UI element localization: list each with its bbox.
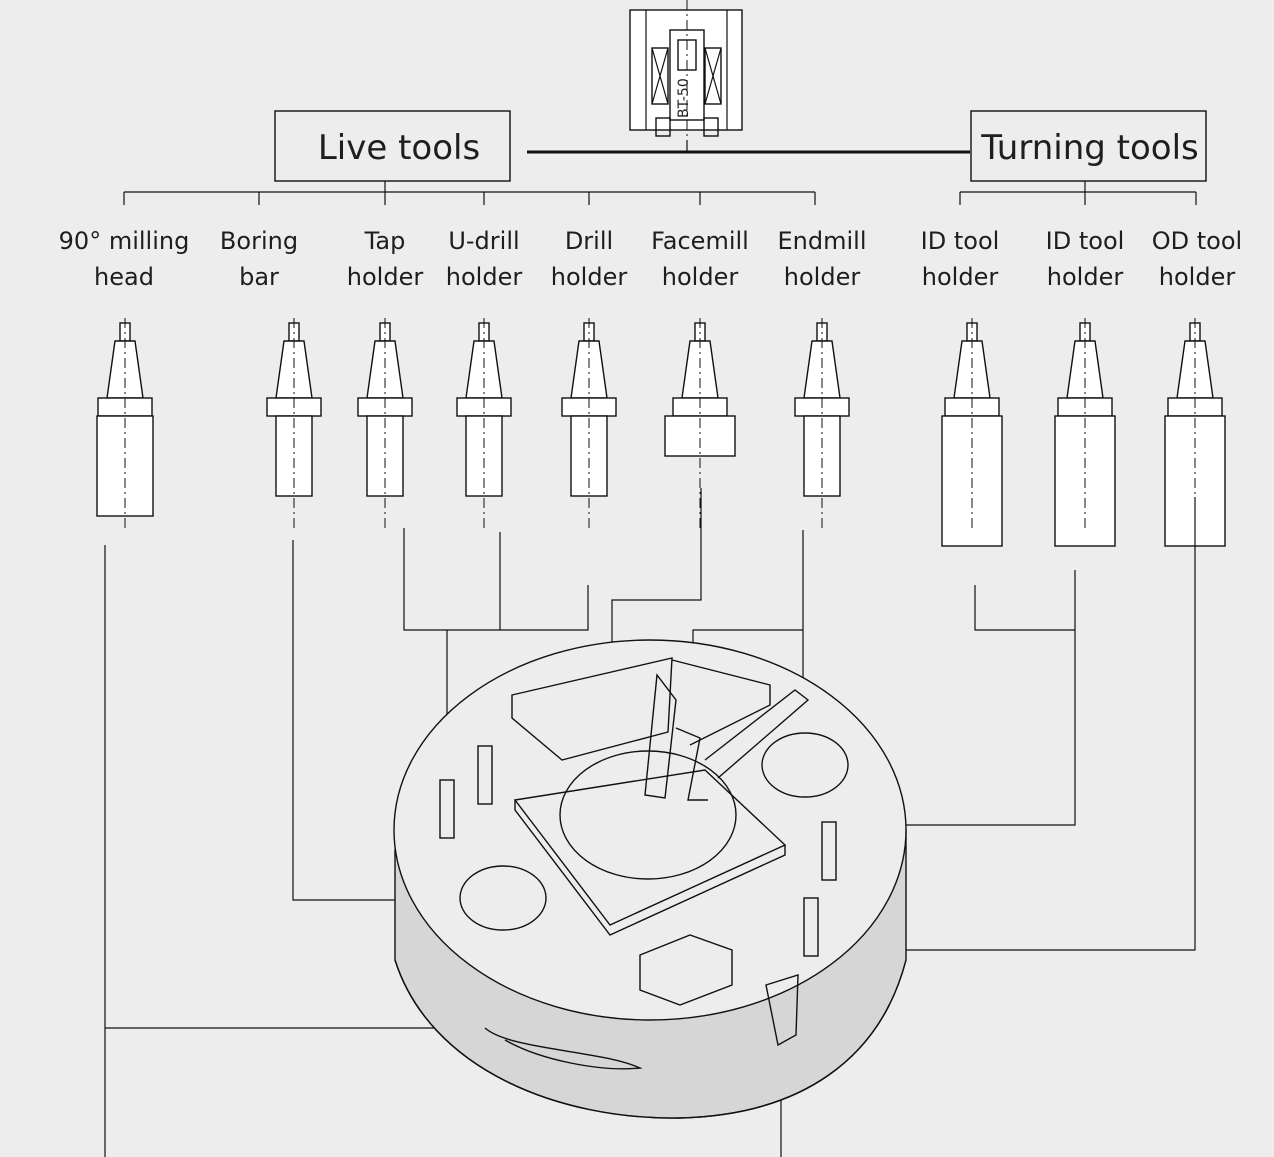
tool-label-line1: U-drill (448, 227, 519, 255)
tool-label-line2: holder (347, 263, 424, 291)
tool-holder-drawing (561, 318, 617, 530)
tool-label-line1: Endmill (778, 227, 867, 255)
tool-label-line1: Tap (364, 227, 406, 255)
tool-label-line2: holder (551, 263, 628, 291)
tool-holder-drawing (1054, 318, 1116, 547)
turning-tools-title: Turning tools (980, 128, 1199, 168)
tool-holder-drawing (664, 318, 736, 530)
tool-label-line1: Drill (565, 227, 613, 255)
tool-label-line2: bar (239, 263, 279, 291)
tool-label-line2: holder (784, 263, 861, 291)
tool-label-line1: ID tool (1046, 227, 1125, 255)
tool-label-line2: holder (1159, 263, 1236, 291)
live-tools-title: Live tools (318, 128, 480, 168)
tool-label-line2: holder (446, 263, 523, 291)
tool-holder-drawing (266, 318, 322, 530)
tool-label-line2: holder (922, 263, 999, 291)
tool-holder-drawing (96, 318, 154, 530)
tool-labels: 90° milling head Boring bar Tap holder U-drill… (59, 192, 1242, 291)
tool-label-line1: ID tool (921, 227, 1000, 255)
tool-label-line2: holder (662, 263, 739, 291)
turning-tools-box (970, 110, 1207, 182)
tool-label-line2: head (94, 263, 154, 291)
spindle-drawing: BT-50 (629, 0, 743, 140)
spindle-label: BT-50 (676, 78, 692, 118)
tool-holder-drawing (794, 318, 850, 530)
workpiece-part (393, 639, 907, 1119)
tool-label-line2: holder (1047, 263, 1124, 291)
tool-label-line1: Boring (220, 227, 298, 255)
tool-holder-drawing (456, 318, 512, 530)
tool-label-line1: 90° milling (59, 227, 190, 255)
tool-holder-drawing (941, 318, 1003, 547)
tool-label-line1: OD tool (1152, 227, 1242, 255)
tool-label-line1: Facemill (651, 227, 749, 255)
tool-holders (96, 318, 1226, 547)
live-tools-box (274, 110, 511, 182)
tool-holder-drawing (357, 318, 413, 530)
